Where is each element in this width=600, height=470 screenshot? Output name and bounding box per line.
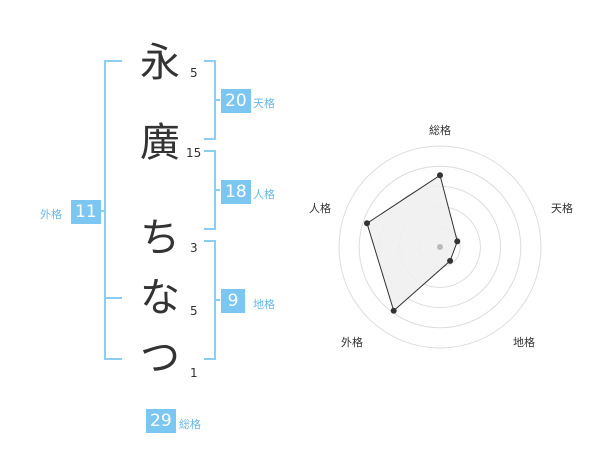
chikaku-bracket-stem <box>214 299 220 301</box>
radar-chart: 総格 天格 地格 外格 人格 <box>309 123 573 349</box>
radar-point <box>437 172 443 179</box>
jinkaku-label: 人格 <box>253 188 275 201</box>
axis-label-soukaku: 総格 <box>429 123 451 137</box>
gaikaku-value-badge: 11 <box>71 200 101 224</box>
name-char-3: ち <box>140 215 180 261</box>
stroke-count-4: 5 <box>190 304 198 318</box>
stroke-count-5: 1 <box>190 366 198 380</box>
chikaku-value-badge: 9 <box>221 289 245 313</box>
radar-center-dot <box>437 244 443 250</box>
radar-ring <box>338 145 542 349</box>
axis-label-jinkaku: 人格 <box>309 201 331 215</box>
axis-label-chikaku: 地格 <box>513 335 535 349</box>
radar-point <box>364 220 370 227</box>
axis-label-gaikaku: 外格 <box>341 335 363 349</box>
radar-ring <box>358 165 522 329</box>
radar-point <box>390 307 397 314</box>
axis-label-tenkaku: 天格 <box>551 201 573 215</box>
stroke-count-1: 5 <box>190 66 198 80</box>
gaikaku-bracket-stem <box>98 210 106 212</box>
jinkaku-bracket-stem <box>214 189 220 191</box>
name-char-4: な <box>140 275 180 321</box>
gaikaku-bracket <box>104 60 122 360</box>
tenkaku-value-badge: 20 <box>221 89 251 113</box>
gaikaku-bracket-tick <box>104 297 122 299</box>
tenkaku-bracket-stem <box>214 99 220 101</box>
name-char-5: つ <box>140 335 180 381</box>
soukaku-value-badge: 29 <box>146 409 176 433</box>
name-char-1: 永 <box>140 40 180 86</box>
stroke-count-2: 15 <box>186 146 202 160</box>
radar-points <box>364 172 461 314</box>
soukaku-label: 総格 <box>179 418 201 431</box>
radar-series-polygon <box>366 174 458 312</box>
jinkaku-value-badge: 18 <box>221 180 251 204</box>
tenkaku-label: 天格 <box>253 97 275 110</box>
name-char-2: 廣 <box>140 120 180 166</box>
gaikaku-label: 外格 <box>40 208 62 221</box>
chikaku-label: 地格 <box>253 298 275 311</box>
stroke-count-3: 3 <box>190 241 198 255</box>
radar-point <box>447 257 454 264</box>
radar-point <box>454 238 461 245</box>
